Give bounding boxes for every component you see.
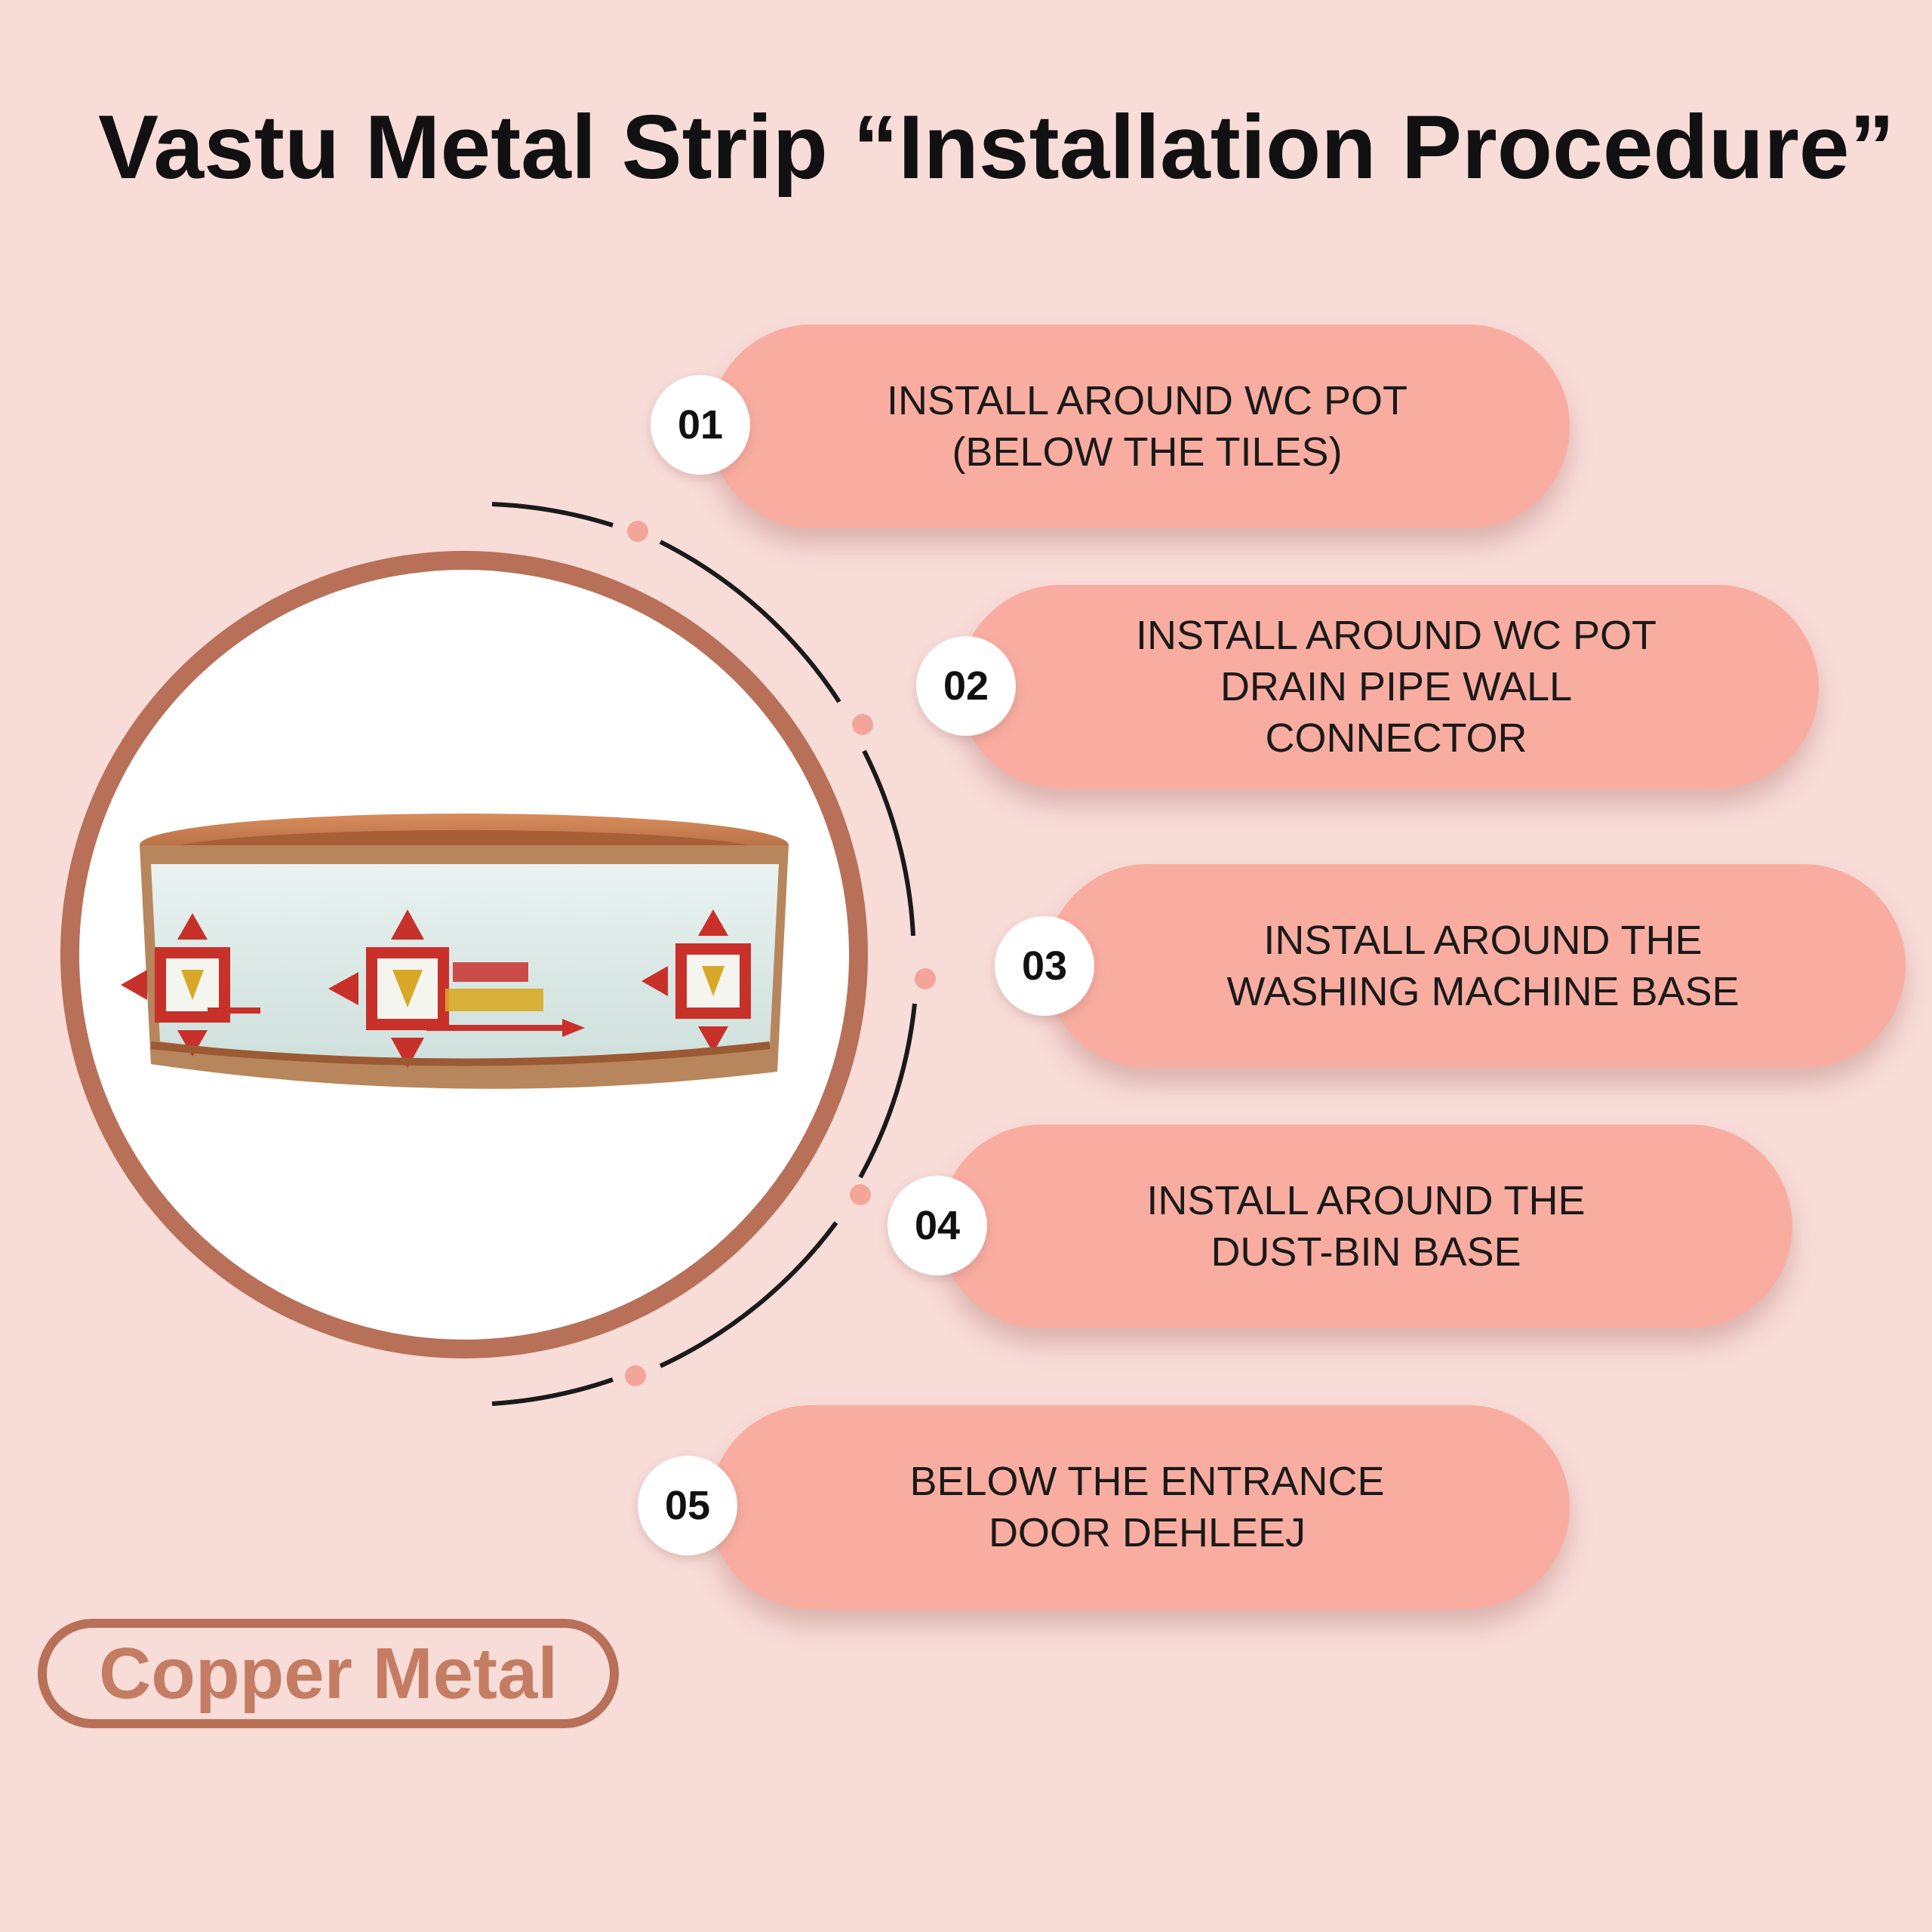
step-number-03: 03 <box>995 916 1094 1016</box>
step-text-02: INSTALL AROUND WC POT DRAIN PIPE WALL CO… <box>1135 613 1657 761</box>
step-card-02 <box>958 585 1819 789</box>
step-card-05 <box>709 1405 1570 1609</box>
step-number-02: 02 <box>916 636 1016 736</box>
step-text-01: INSTALL AROUND WC POT (BELOW THE TILES) <box>886 378 1408 475</box>
step-number-01: 01 <box>651 375 750 475</box>
decorative-arc <box>491 502 917 1406</box>
copper-strip-roll-image <box>121 814 789 1089</box>
step-text-05: BELOW THE ENTRANCE DOOR DEHLEEJ <box>909 1459 1385 1555</box>
step-number-05: 05 <box>638 1456 737 1555</box>
step-text-04: INSTALL AROUND THE DUST-BIN BASE <box>1146 1178 1586 1275</box>
arc-dot <box>625 521 936 1386</box>
step-number-04: 04 <box>888 1176 987 1275</box>
step-card-03 <box>1045 864 1906 1068</box>
step-card-01 <box>709 325 1570 528</box>
step-card-04 <box>940 1124 1792 1328</box>
page-title: Vastu Metal Strip “Installation Procedur… <box>98 97 1895 198</box>
copper-metal-badge: Copper Metal <box>38 1619 619 1728</box>
step-text-03: INSTALL AROUND THE WASHING MACHINE BASE <box>1226 918 1740 1014</box>
